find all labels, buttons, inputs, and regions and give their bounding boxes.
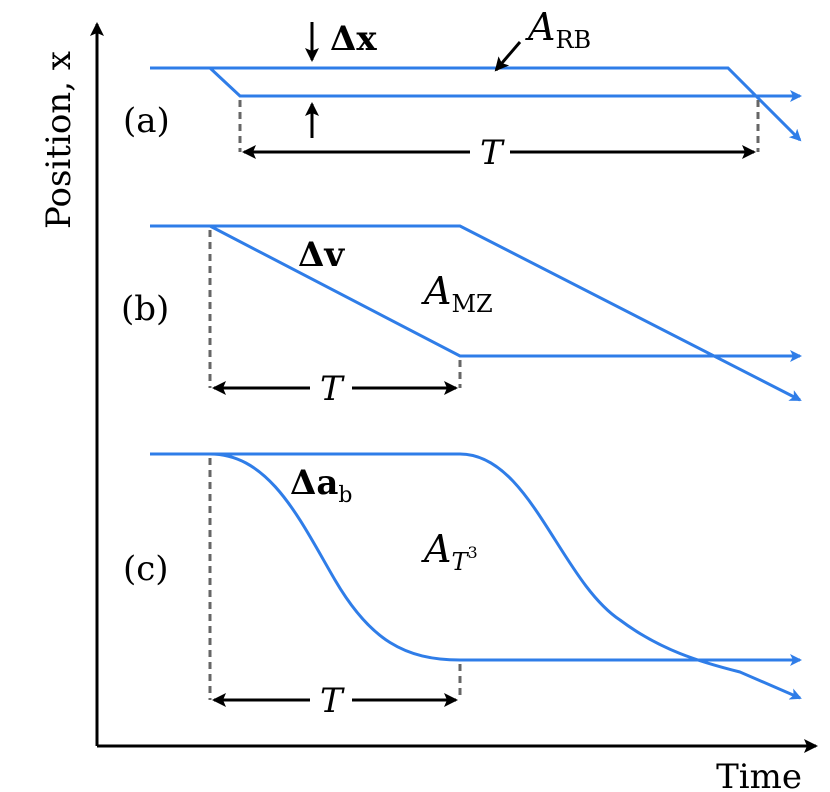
x-axis-label: Time — [716, 757, 802, 792]
panel-a-symbol-pointer — [494, 41, 522, 72]
panel-c-interval-label: T — [320, 681, 345, 721]
panel-b-upper-path — [150, 224, 802, 402]
panel-a-symbol: ARB — [525, 5, 591, 54]
panel-a-label: (a) — [123, 101, 170, 141]
panel-c-label: (c) — [123, 549, 169, 589]
panel-b-label: (b) — [121, 289, 169, 329]
y-axis-label: Position, x — [39, 51, 79, 229]
panel-a-parameter: Δx — [330, 19, 377, 59]
panel-b: (b) T Δv AMZ — [121, 224, 802, 409]
panel-c-parameter: Δab — [290, 463, 353, 508]
panel-a-upper-path — [150, 66, 802, 142]
panel-b-parameter: Δv — [298, 235, 345, 275]
panel-c-symbol: AT3 — [421, 527, 478, 576]
panel-b-interval-label: T — [320, 369, 345, 409]
panel-c-lower-path — [209, 452, 802, 666]
panel-a-interval-label: T — [480, 133, 505, 173]
panel-c: (c) T Δab AT3 — [123, 452, 802, 721]
panel-b-symbol: AMZ — [421, 269, 493, 318]
panel-a: (a) T Δx ARB — [123, 5, 802, 173]
panel-a-lower-path — [208, 66, 802, 102]
panel-b-lower-path — [209, 224, 802, 362]
